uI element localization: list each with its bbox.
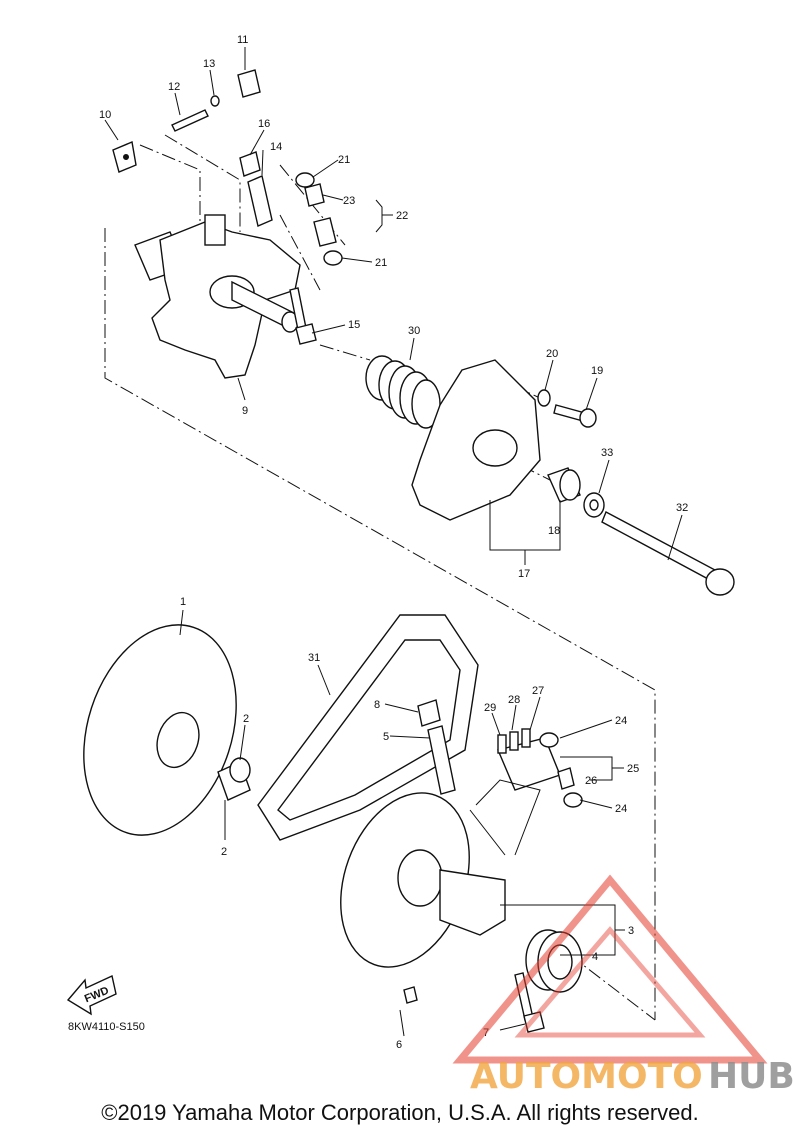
watermark-logo: AUTOMOTO HUB	[452, 874, 795, 1097]
part-label: 31	[308, 652, 320, 664]
part-label: 5	[383, 731, 389, 743]
assembly-line-upper	[104, 228, 656, 1020]
assembly-line-link	[139, 144, 201, 232]
part-label: 10	[99, 109, 111, 121]
part-label: 17	[518, 568, 530, 580]
part-label: 3	[628, 925, 634, 937]
part-15-bolt	[289, 287, 317, 345]
part-label: 16	[258, 118, 270, 130]
secondary-sheave	[340, 792, 506, 968]
watermark-text-left: AUTOMOTO	[470, 1056, 703, 1097]
part-label: 12	[168, 81, 180, 93]
part-label: 22	[396, 210, 408, 222]
part-16-nut	[239, 151, 261, 177]
part-label: 25	[627, 763, 639, 775]
part-23-bushing	[304, 183, 337, 247]
part-label: 27	[532, 685, 544, 697]
part-label: 8	[374, 699, 380, 711]
part-label: 26	[585, 775, 597, 787]
part-19-bolt	[553, 404, 597, 428]
part-label: 29	[484, 702, 496, 714]
part-6-pin	[403, 986, 418, 1004]
part-13-ring	[210, 95, 220, 107]
part-label: 28	[508, 694, 520, 706]
part-label: 24	[615, 803, 627, 815]
copyright-text: ©2019 Yamaha Motor Corporation, U.S.A. A…	[101, 1100, 699, 1125]
part-label: 24	[615, 715, 627, 727]
drawing-code: 8KW4110-S150	[68, 1021, 145, 1033]
part-10-weight	[112, 141, 137, 173]
part-14-collar	[247, 175, 273, 227]
part-label: 2	[243, 713, 249, 725]
part-32-bolt	[601, 511, 735, 596]
part-label: 14	[270, 141, 282, 153]
fwd-arrow-icon: FWD	[66, 975, 117, 1016]
part-21-washer	[295, 172, 343, 266]
part-11-weight	[237, 69, 261, 98]
part-9-spider-hub	[134, 214, 301, 379]
part-label: 4	[592, 951, 598, 963]
part-25-bracket	[497, 728, 561, 791]
part-26-collar	[557, 767, 575, 790]
part-labels: 1 2 2 3 4 5 6 7 8 9 10 11 12 13 14 15 16…	[99, 34, 688, 1051]
part-label: 32	[676, 502, 688, 514]
part-label: 6	[396, 1039, 402, 1051]
part-17-cover	[411, 359, 541, 521]
assembly-line-link	[569, 954, 656, 1021]
part-label: 1	[180, 596, 186, 608]
part-label: 15	[348, 319, 360, 331]
part-24-washer	[539, 732, 583, 808]
part-1-sheave	[83, 624, 237, 836]
part-20-washer	[537, 389, 551, 407]
assembly-line-link	[164, 134, 241, 232]
part-label: 33	[601, 447, 613, 459]
part-label: 9	[242, 405, 248, 417]
part-label: 2	[221, 846, 227, 858]
part-label: 23	[343, 195, 355, 207]
part-3-4-bearing	[525, 929, 583, 993]
part-label: 11	[237, 34, 248, 46]
part-label: 18	[548, 525, 560, 537]
part-label: 21	[375, 257, 387, 269]
watermark-text-right: HUB	[708, 1056, 795, 1097]
part-33-washer	[583, 492, 605, 518]
part-30-spring	[365, 355, 441, 429]
part-label: 13	[203, 58, 215, 70]
part-label: 20	[546, 348, 558, 360]
part-8-nut	[417, 699, 441, 727]
part-label: 21	[338, 154, 350, 166]
part-label: 30	[408, 325, 420, 337]
part-18-collar	[547, 467, 581, 503]
assembly-line-link	[279, 214, 321, 291]
assembly-line-link	[319, 344, 371, 361]
part-label: 19	[591, 365, 603, 377]
part-2-bushing	[217, 757, 251, 801]
part-5-collar	[427, 725, 456, 795]
part-31-belt	[257, 614, 479, 841]
part-12-pin	[171, 109, 209, 132]
leader-lines	[104, 47, 683, 1037]
